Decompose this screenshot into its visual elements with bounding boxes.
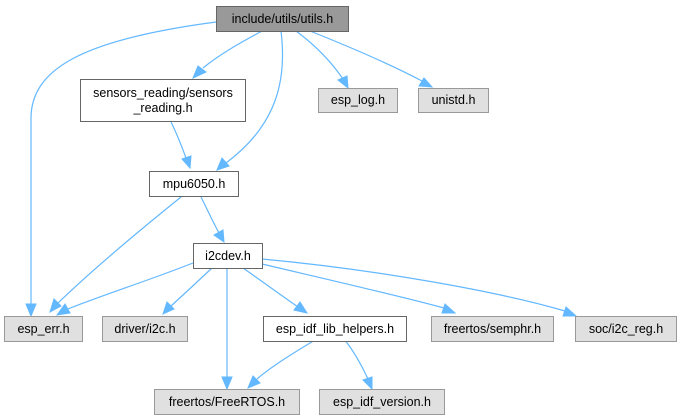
edge-utils-esp-log: [295, 30, 344, 80]
arrowhead-mpu6050-i2cdev: [213, 229, 225, 244]
arrowhead-helpers-idf-version: [362, 376, 373, 391]
edge-utils-esp-err: [30, 21, 217, 306]
arrowhead-i2cdev-i2c-reg: [562, 306, 578, 317]
node-sensors-reading[interactable]: sensors_reading/sensors _reading.h: [80, 79, 246, 122]
edge-utils-unistd: [309, 30, 423, 82]
node-soc-i2c-reg[interactable]: soc/i2c_reg.h: [575, 316, 677, 342]
node-freertos-semphr[interactable]: freertos/semphr.h: [431, 316, 554, 342]
arrowhead-i2cdev-semphr: [441, 303, 457, 314]
arrowhead-utils-sensors: [192, 65, 207, 79]
node-freertos-freertos[interactable]: freertos/FreeRTOS.h: [154, 389, 300, 415]
edge-utils-sensors: [202, 30, 263, 69]
arrowhead-utils-unistd: [418, 77, 434, 88]
arrowhead-utils-esp-log: [337, 75, 349, 90]
node-i2cdev[interactable]: i2cdev.h: [193, 243, 263, 269]
edge-i2cdev-esp-err: [67, 262, 194, 310]
node-esp-log[interactable]: esp_log.h: [318, 88, 398, 113]
edge-sensors-mpu6050: [170, 121, 187, 159]
arrowhead-utils-esp-err: [25, 303, 37, 318]
edge-utils-mpu6050: [225, 30, 284, 164]
node-driver-i2c[interactable]: driver/i2c.h: [102, 316, 188, 342]
edge-mpu6050-i2cdev: [200, 196, 220, 234]
arrowhead-i2cdev-freertos: [221, 376, 233, 391]
edge-helpers-freertos: [256, 339, 316, 380]
arrowhead-mpu6050-esp-err: [49, 298, 62, 314]
node-utils[interactable]: include/utils/utils.h: [216, 6, 349, 32]
edge-helpers-idf-version: [344, 339, 369, 380]
edge-i2cdev-semphr: [261, 263, 445, 309]
node-esp-idf-lib-helpers[interactable]: esp_idf_lib_helpers.h: [263, 316, 407, 342]
arrowhead-sensors-mpu6050: [181, 155, 192, 170]
edge-i2cdev-i2c-reg: [261, 258, 566, 312]
edge-i2cdev-helpers: [242, 267, 299, 308]
arrowhead-i2cdev-helpers: [293, 301, 309, 314]
edge-i2cdev-driver-i2c: [170, 267, 213, 307]
node-unistd[interactable]: unistd.h: [418, 88, 489, 113]
node-mpu6050[interactable]: mpu6050.h: [149, 171, 239, 197]
arrowhead-helpers-freertos: [247, 375, 261, 389]
edge-mpu6050-esp-err: [56, 196, 182, 305]
node-esp-err[interactable]: esp_err.h: [4, 316, 83, 342]
arrowhead-utils-mpu6050: [216, 157, 230, 171]
arrowhead-i2cdev-driver-i2c: [162, 301, 175, 315]
arrowhead-i2cdev-esp-err: [55, 303, 71, 316]
node-esp-idf-version[interactable]: esp_idf_version.h: [319, 389, 445, 415]
